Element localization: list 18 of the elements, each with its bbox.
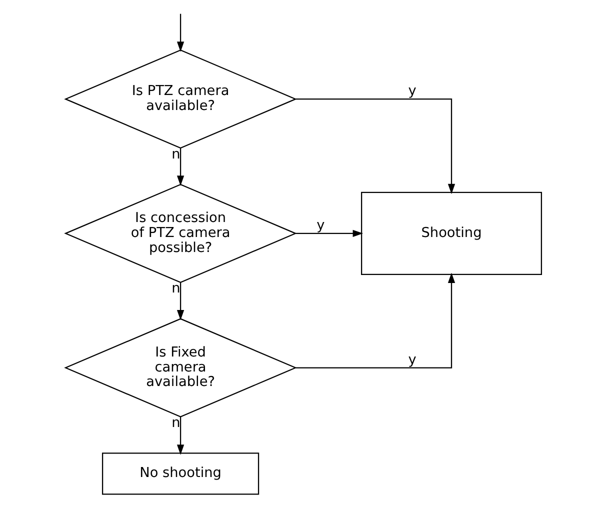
edge-label: y: [408, 352, 416, 368]
arrow: [176, 14, 184, 52]
arrow: [296, 98, 456, 194]
arrow: [176, 282, 184, 320]
edge-label: n: [172, 146, 180, 162]
edge-label: n: [172, 415, 180, 432]
edge-label: y: [408, 83, 416, 100]
node-diamond: Is concession of PTZ camera possible?: [64, 184, 297, 283]
arrow: [176, 416, 184, 455]
node-diamond: Is PTZ camera available?: [64, 50, 297, 149]
arrow: [176, 148, 184, 186]
arrow: [296, 230, 364, 237]
node-box: Shooting: [361, 192, 542, 275]
node-diamond: Is Fixed camera available?: [64, 318, 297, 418]
edge-label: y: [316, 218, 325, 234]
node-box: No shooting: [102, 452, 260, 495]
arrow: [296, 272, 456, 368]
edge-label: n: [172, 280, 180, 297]
